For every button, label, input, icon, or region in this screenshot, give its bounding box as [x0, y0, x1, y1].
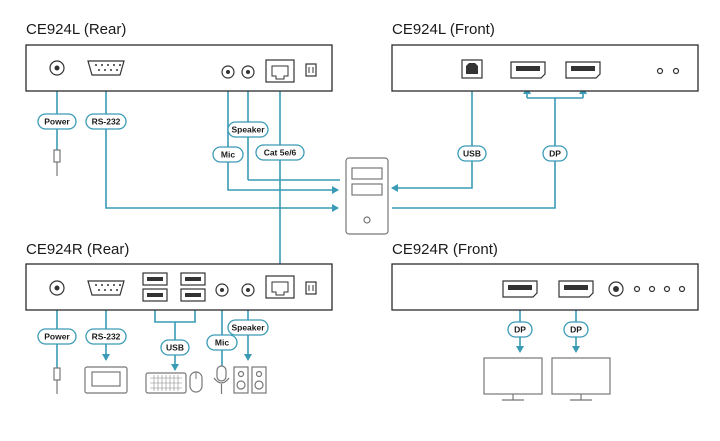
led-r3: [663, 285, 671, 293]
svg-text:Speaker: Speaker: [231, 323, 265, 333]
dp-cable-l-join: [527, 97, 583, 146]
dip-switch-l: [305, 63, 317, 77]
led-l1: [656, 67, 664, 75]
svg-text:Speaker: Speaker: [231, 125, 265, 135]
dp-cable-l: [392, 161, 556, 209]
label-dp-l: DP: [542, 145, 568, 162]
rs232-port-r: [87, 280, 125, 296]
rj45-port-l: [265, 59, 295, 83]
label-speaker-l: Speaker: [227, 121, 269, 138]
led-l2: [672, 67, 680, 75]
rj45-port-r: [265, 275, 295, 299]
label-power-l: Power: [37, 113, 77, 130]
ce924l-front-panel: [391, 44, 699, 92]
usb-a-ports-r: [142, 272, 206, 302]
dp-port-l1: [510, 61, 546, 79]
svg-text:RS-232: RS-232: [92, 117, 121, 127]
ce924l-rear-panel: [25, 44, 333, 92]
speakers-icon: [233, 366, 267, 394]
svg-text:RS-232: RS-232: [92, 332, 121, 342]
ce924r-front-panel: [391, 263, 699, 311]
label-cat-l: Cat 5e/6: [255, 144, 305, 161]
label-usb-l: USB: [457, 145, 487, 162]
usb-b-port-l: [461, 59, 483, 79]
svg-text:Power: Power: [44, 117, 70, 127]
led-r1: [633, 285, 641, 293]
svg-text:USB: USB: [463, 149, 481, 159]
label-rs232-r: RS-232: [85, 328, 127, 345]
label-dp-r2: DP: [563, 321, 589, 338]
svg-text:Mic: Mic: [215, 338, 229, 348]
dp-port-r2: [558, 280, 594, 298]
dip-switch-r: [305, 281, 317, 295]
dp-port-r1: [502, 280, 538, 298]
label-rs232-l: RS-232: [85, 113, 127, 130]
title-ce924l-front: CE924L (Front): [392, 21, 495, 38]
led-r2: [648, 285, 656, 293]
ce924r-rear-panel: [25, 263, 333, 311]
mic-cable-l: [227, 162, 339, 194]
dp-port-l2: [565, 61, 601, 79]
title-ce924l-rear: CE924L (Rear): [26, 21, 126, 38]
svg-text:Mic: Mic: [221, 150, 235, 160]
computer-tower-icon: [345, 157, 389, 235]
usb-cable-r-join: [154, 308, 196, 340]
label-speaker-r: Speaker: [227, 319, 269, 336]
svg-text:DP: DP: [570, 325, 582, 335]
label-mic-l: Mic: [212, 146, 244, 163]
microphone-icon: [213, 365, 230, 394]
label-dp-r1: DP: [507, 321, 533, 338]
power-plug-icon: [53, 367, 61, 394]
mouse-icon: [189, 371, 203, 393]
svg-text:USB: USB: [166, 343, 184, 353]
label-mic-r: Mic: [206, 334, 238, 351]
led-r4: [678, 285, 686, 293]
svg-text:Power: Power: [44, 332, 70, 342]
svg-text:DP: DP: [514, 325, 526, 335]
usb-cable-l: [391, 161, 473, 192]
title-ce924r-rear: CE924R (Rear): [26, 241, 129, 258]
rs232-cable-l: [105, 129, 339, 212]
serial-terminal-icon: [84, 366, 128, 394]
label-usb-r: USB: [160, 339, 190, 356]
power-plug-icon: [53, 149, 61, 176]
svg-text:Cat 5e/6: Cat 5e/6: [264, 148, 297, 158]
title-ce924r-front: CE924R (Front): [392, 241, 498, 258]
keyboard-icon: [145, 372, 187, 394]
label-power-r: Power: [37, 328, 77, 345]
monitor-icon: [551, 357, 611, 401]
rs232-port-l: [87, 60, 125, 76]
monitor-icon: [483, 357, 543, 401]
svg-text:DP: DP: [549, 149, 561, 159]
